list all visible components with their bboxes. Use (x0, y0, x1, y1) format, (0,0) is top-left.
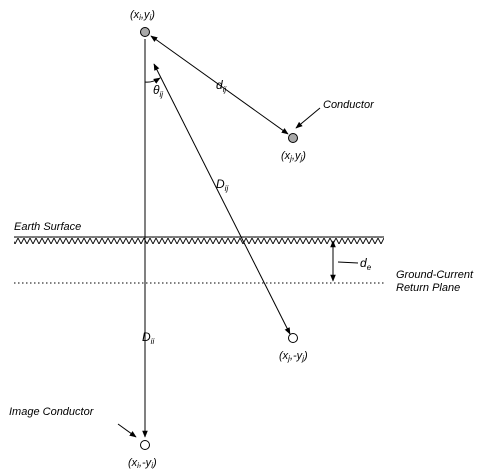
label-conductor: Conductor (323, 99, 375, 111)
earth-surface-line (14, 237, 384, 244)
image-conductor-i (140, 440, 150, 450)
label-D-ij: Dij (216, 177, 228, 193)
d-e-leader (337, 261, 359, 264)
label-d-ij: dij (216, 78, 226, 94)
label-return-plane-line1: Ground-Current (396, 269, 474, 281)
label-theta-ij: θij (153, 83, 163, 99)
conductor-j (288, 133, 298, 143)
label-return-plane-line2: Return Plane (396, 282, 460, 294)
label-conductor-j-coords: (xj,yj) (281, 150, 306, 163)
image-conductor-leader (117, 423, 137, 438)
label-image-conductor: Image Conductor (9, 406, 95, 418)
conductor-i (140, 27, 150, 37)
label-earth-surface: Earth Surface (14, 221, 81, 233)
label-image-i-coords: (xi,-yi) (128, 457, 157, 470)
D-ij-line (153, 63, 291, 335)
theta-arc (144, 77, 161, 84)
label-conductor-i-coords: (xi,yi) (130, 9, 155, 22)
conductor-leader (295, 107, 321, 129)
image-conductor-j (288, 333, 298, 343)
label-image-j-coords: (xj,-yj) (279, 350, 308, 363)
label-d-e: de (360, 256, 372, 272)
label-D-ii: Dii (142, 330, 154, 346)
